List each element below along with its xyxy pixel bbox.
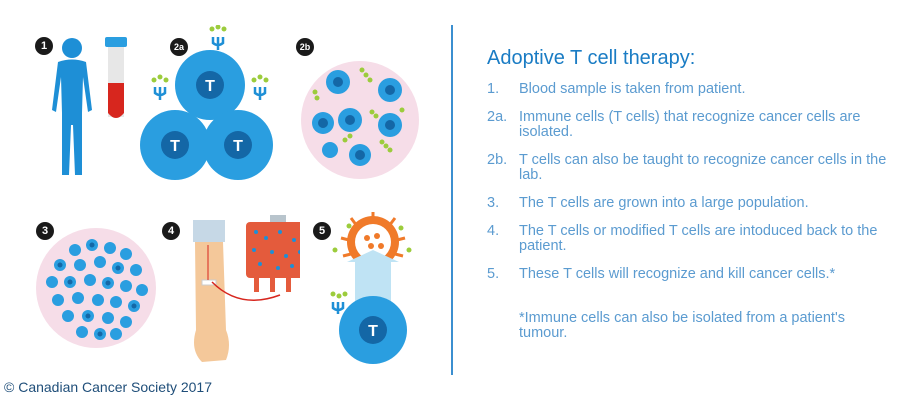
panel-2a-isolated-tcells: 2a T T T (140, 25, 290, 185)
step-badge-5: 5 (313, 222, 331, 240)
panel-3-grown-population: 3 (30, 220, 160, 350)
tcell-label: T (233, 138, 243, 155)
step-badge-3: 3 (36, 222, 54, 240)
footnote: *Immune cells can also be isolated from … (519, 310, 845, 341)
step-text: These T cells will recognize and kill ca… (519, 266, 836, 282)
step-item: 4. The T cells or modified T cells are i… (487, 224, 892, 254)
step-number: 2a. (487, 109, 508, 125)
section-divider (451, 25, 453, 375)
tcell-label: T (170, 138, 180, 155)
step-text: Blood sample is taken from patient. (519, 81, 746, 97)
step-badge-1: 1 (35, 37, 53, 55)
step-item: 5. These T cells will recognize and kill… (487, 267, 892, 282)
step-badge-4: 4 (162, 222, 180, 240)
panel-5-tcell-attack: 5 T (305, 210, 445, 375)
step-badge-2a: 2a (170, 38, 188, 56)
tcell-label: T (205, 78, 215, 95)
step-item: 3. The T cells are grown into a large po… (487, 196, 892, 211)
step-list: 1. Blood sample is taken from patient. 2… (487, 82, 892, 282)
tcell-attack-diagram: T (330, 212, 412, 364)
panel-1-blood-sample: 1 (30, 30, 140, 180)
step-number: 2b. (487, 152, 508, 168)
blood-tube-icon (105, 37, 127, 118)
cell-population-dish (36, 228, 156, 348)
step-text: The T cells or modified T cells are into… (519, 223, 878, 254)
step-item: 1. Blood sample is taken from patient. (487, 82, 892, 97)
step-number: 5. (487, 266, 500, 282)
step-item: 2a. Immune cells (T cells) that recogniz… (487, 110, 892, 140)
petri-dish-diagram (301, 61, 419, 179)
panel-4-infusion: 4 (160, 210, 300, 375)
step-number: 1. (487, 81, 500, 97)
step-text: Immune cells (T cells) that recognize ca… (519, 109, 861, 140)
human-figure-icon (52, 38, 92, 175)
step-badge-2b: 2b (296, 38, 314, 56)
tcell-group-diagram: T T T (140, 25, 273, 180)
step-text: T cells can also be taught to recognize … (519, 152, 887, 183)
step-number: 4. (487, 223, 500, 239)
copyright-footer: © Canadian Cancer Society 2017 (4, 379, 212, 395)
step-text: The T cells are grown into a large popul… (519, 195, 809, 211)
page-title: Adoptive T cell therapy: (487, 47, 696, 69)
tcell-label: T (368, 323, 378, 340)
iv-infusion-diagram (193, 215, 300, 362)
panel-2b-lab-modified-cells: 2b (290, 30, 430, 180)
step-number: 3. (487, 195, 500, 211)
step-item: 2b. T cells can also be taught to recogn… (487, 153, 892, 183)
